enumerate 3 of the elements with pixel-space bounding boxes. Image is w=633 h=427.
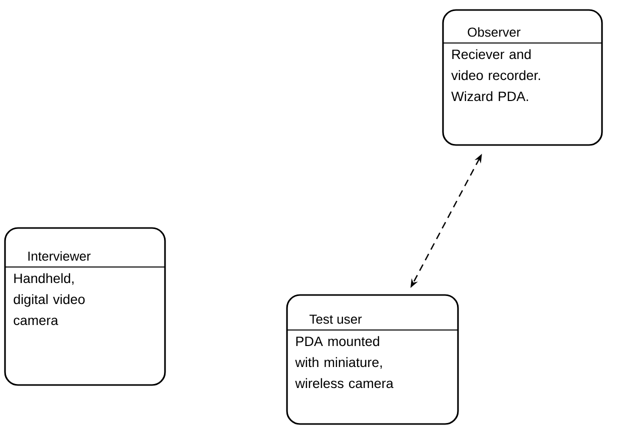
entity-box: Interviewer Handheld, digital video camera (4, 227, 166, 386)
entity-box: Test user PDA mounted with miniature, wireless camera (286, 294, 459, 425)
entity-box: Observer Reciever and video recorder. Wizard PDA. (442, 9, 603, 146)
